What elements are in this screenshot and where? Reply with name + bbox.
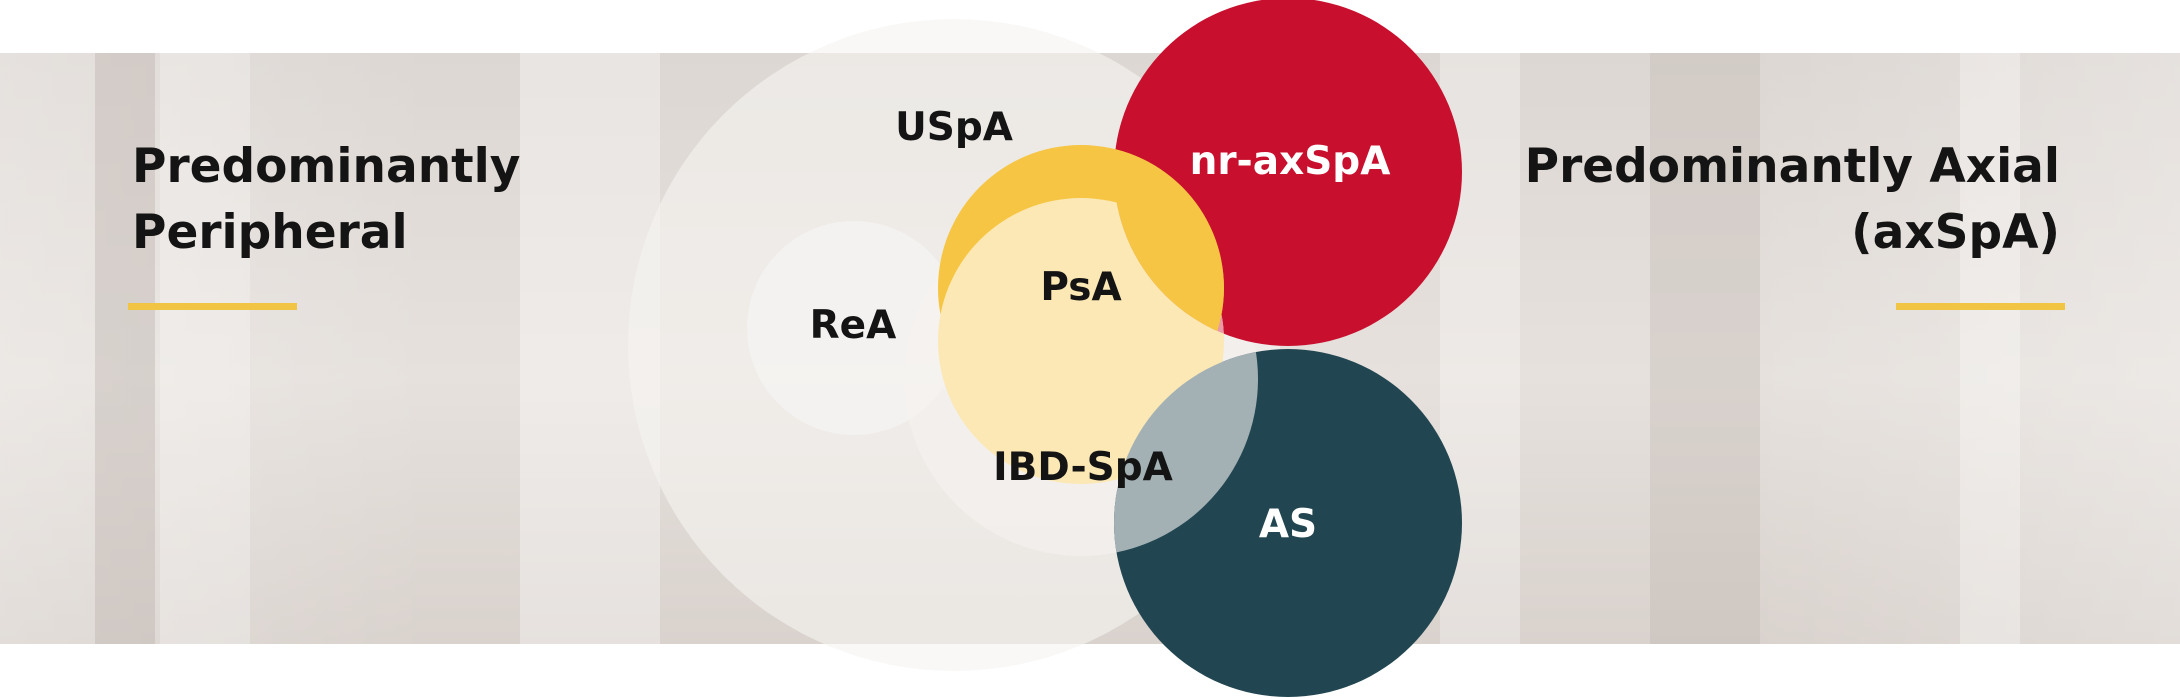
label-ibd-spa: IBD-SpA [993, 445, 1173, 490]
label-nr-axspa: nr-axSpA [1190, 139, 1391, 184]
label-psa: PsA [1040, 265, 1121, 310]
background-pillar [95, 53, 155, 644]
heading-left-underline [128, 303, 297, 310]
background-pillar [1960, 53, 2020, 644]
psa-top-nr-overlap [1114, 145, 1224, 346]
label-rea: ReA [810, 303, 897, 348]
ibd-as-overlap [1114, 349, 1258, 556]
heading-predominantly-axial: Predominantly Axial (axSpA) [1524, 139, 2060, 260]
label-as: AS [1259, 502, 1317, 547]
background-pillar [160, 53, 250, 644]
heading-predominantly-peripheral: Predominantly Peripheral [132, 139, 521, 260]
label-uspa: USpA [895, 105, 1013, 150]
background-pillar [1650, 53, 1760, 644]
heading-right-underline [1896, 303, 2065, 310]
